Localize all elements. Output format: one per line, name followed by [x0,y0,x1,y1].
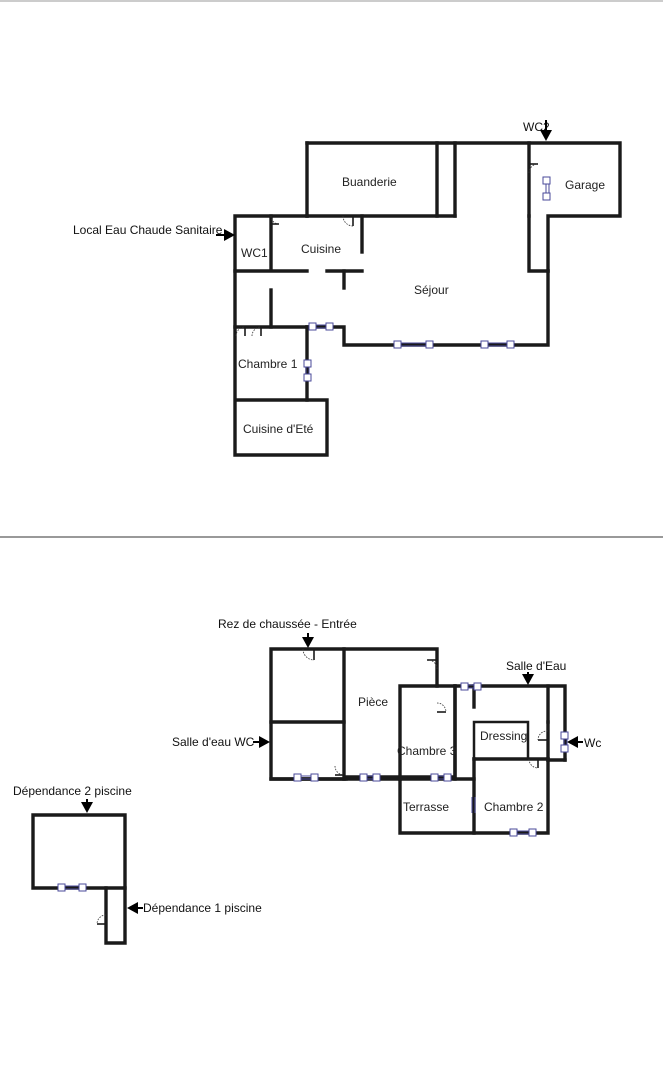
door-chambre3 [436,702,447,713]
wall-dependance1 [104,886,127,945]
annotation-dependance1: Dépendance 1 piscine [143,901,262,915]
door-chambre2 [528,758,539,769]
lower-floor-plan: Pièce Chambre 3 Dressing Terrasse Chambr… [13,617,601,945]
window-lower-south-1 [293,773,319,782]
door-buanderie [342,215,354,227]
window-chambre1-east [303,359,312,382]
wall-dependance2 [31,813,127,890]
annotation-rez-de-chaussee: Rez de chaussée - Entrée [218,617,357,631]
window-chambre2-south [509,828,537,837]
door-entree [302,648,315,661]
door-dependance1 [96,914,107,925]
arrow-salle-eau-head [522,674,534,685]
wall-lower-outer-main [269,647,457,781]
door-salle-eau [537,730,549,741]
arrow-dep1-head [127,902,138,914]
window-sejour-south-2 [480,340,515,349]
room-label-cuisine: Cuisine [301,242,341,256]
annotation-wc: Wc [584,736,601,750]
door-corridor [251,326,262,337]
window-top-middle [460,682,482,691]
window-terrasse-east [471,797,476,813]
room-label-garage: Garage [565,178,605,192]
room-label-chambre2: Chambre 2 [484,800,544,814]
arrow-salle-eau-wc-head [259,736,270,748]
room-label-piece: Pièce [358,695,388,709]
window-lower-south-2 [359,773,381,782]
wall-outer-west [233,214,329,457]
room-label-cuisine-ete: Cuisine d'Eté [243,422,314,436]
upper-floor-plan: Buanderie Garage WC1 Cuisine Séjour Cham… [73,120,622,457]
window-garage [542,176,551,201]
room-label-chambre3: Chambre 3 [397,744,457,758]
room-label-chambre1: Chambre 1 [238,357,298,371]
room-label-wc1: WC1 [241,246,268,260]
wall-garage-inner [527,214,550,273]
arrow-local-eau-head [224,229,235,241]
wall-outer-north [305,141,622,273]
annotation-dependance2: Dépendance 2 piscine [13,784,132,798]
door-chambre1 [235,326,246,337]
door-piece-south [334,765,345,776]
arrow-rez-head [302,637,314,648]
arrow-wc-head [567,736,578,748]
arrow-dep2-head [81,802,93,813]
annotation-local-eau-chaude: Local Eau Chaude Sanitaire [73,223,223,237]
wall-chambre3 [398,684,439,781]
arrow-wc2-head [540,130,552,141]
annotation-salle-eau: Salle d'Eau [506,659,566,673]
door-wc2 [528,163,539,174]
window-dependance2 [57,883,87,892]
window-chambre1-north [308,322,334,331]
window-chambre3-south [430,773,452,782]
room-label-terrasse: Terrasse [403,800,449,814]
window-wc [560,731,569,753]
room-label-dressing: Dressing [480,729,527,743]
room-label-sejour: Séjour [414,283,449,297]
door-wc1 [270,215,280,225]
annotation-salle-eau-wc: Salle d'eau WC [172,735,255,749]
room-label-buanderie: Buanderie [342,175,397,189]
door-top-right [426,659,438,670]
window-sejour-south-1 [393,340,434,349]
